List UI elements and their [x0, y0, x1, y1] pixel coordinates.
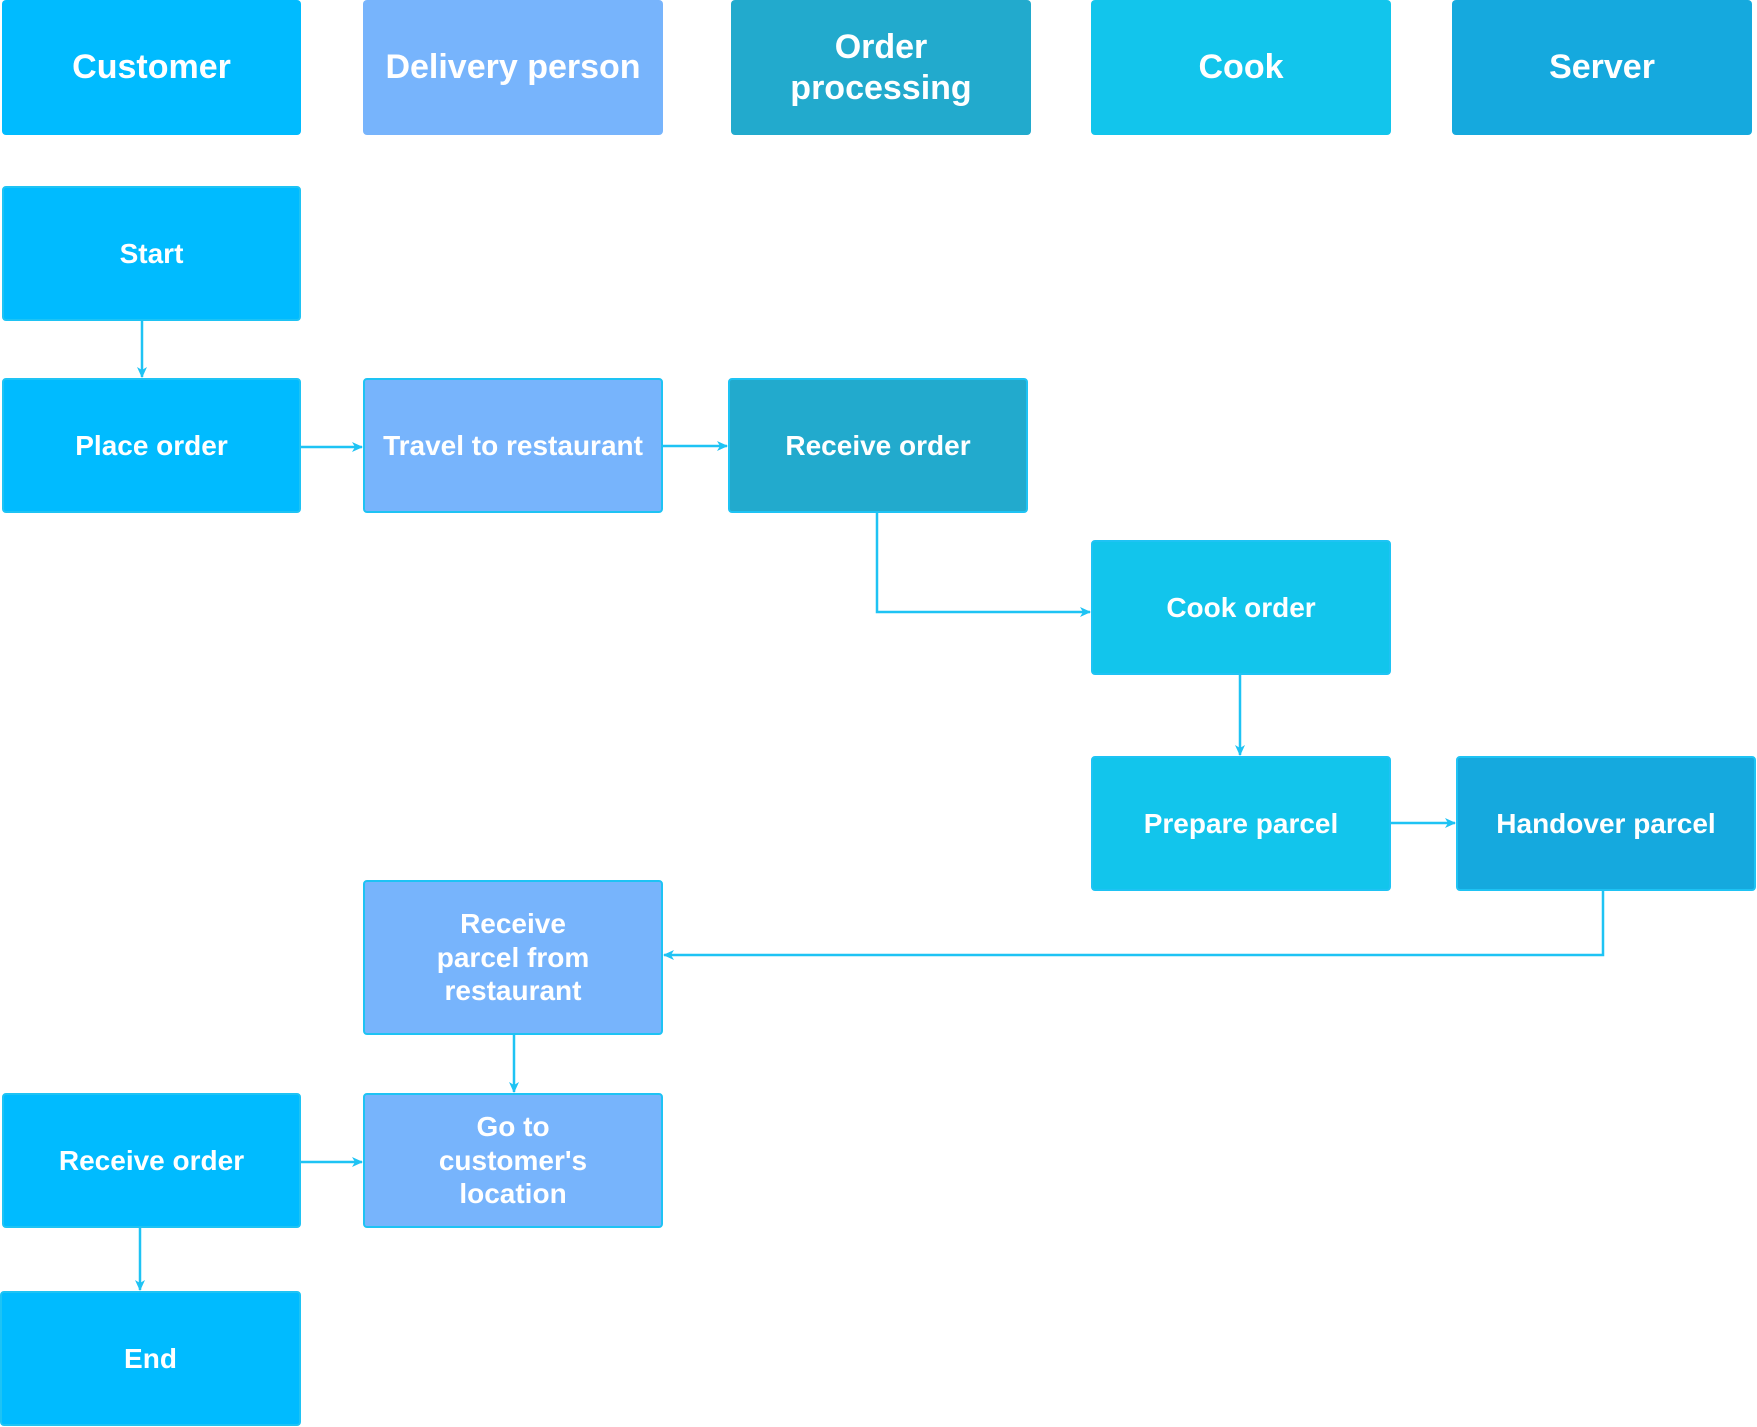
arrow-receive-order-to-cook-order [875, 513, 1091, 617]
step-go-to-customer-location: Go to customer's location [363, 1093, 663, 1228]
lane-header-cook-label: Cook [1198, 48, 1284, 87]
step-handover-parcel-label: Handover parcel [1496, 807, 1716, 839]
lane-header-cook: Cook [1091, 0, 1391, 135]
step-start: Start [2, 186, 301, 321]
step-receive-parcel-from-restaurant-label: Receive parcel from restaurant [436, 908, 590, 1007]
step-go-to-customer-location-label: Go to customer's location [438, 1111, 588, 1210]
lane-header-order-processing-label: Order processing [790, 27, 972, 107]
step-receive-order-customer-label: Receive order [58, 1144, 245, 1176]
step-end: End [0, 1291, 301, 1426]
lane-header-customer-label: Customer [72, 48, 231, 87]
step-prepare-parcel-label: Prepare parcel [1143, 807, 1339, 839]
lane-header-delivery-person: Delivery person [363, 0, 663, 135]
step-receive-order-processing-label: Receive order [785, 429, 971, 461]
lane-header-order-processing: Order processing [731, 0, 1031, 135]
step-end-label: End [124, 1342, 177, 1374]
step-receive-order-customer: Receive order [2, 1093, 301, 1228]
lane-header-server-label: Server [1549, 48, 1655, 87]
step-receive-order-processing: Receive order [728, 378, 1028, 513]
lane-header-customer: Customer [2, 0, 301, 135]
arrow-handover-to-receive-parcel [663, 891, 1605, 960]
step-travel-to-restaurant: Travel to restaurant [363, 378, 663, 513]
step-start-label: Start [119, 237, 184, 269]
step-receive-parcel-from-restaurant: Receive parcel from restaurant [363, 880, 663, 1035]
step-prepare-parcel: Prepare parcel [1091, 756, 1391, 891]
step-handover-parcel: Handover parcel [1456, 756, 1756, 891]
step-place-order: Place order [2, 378, 301, 513]
step-travel-to-restaurant-label: Travel to restaurant [383, 429, 643, 461]
lane-header-delivery-person-label: Delivery person [385, 48, 641, 87]
step-cook-order: Cook order [1091, 540, 1391, 675]
step-cook-order-label: Cook order [1166, 591, 1316, 623]
lane-header-server: Server [1452, 0, 1752, 135]
step-place-order-label: Place order [75, 429, 228, 461]
